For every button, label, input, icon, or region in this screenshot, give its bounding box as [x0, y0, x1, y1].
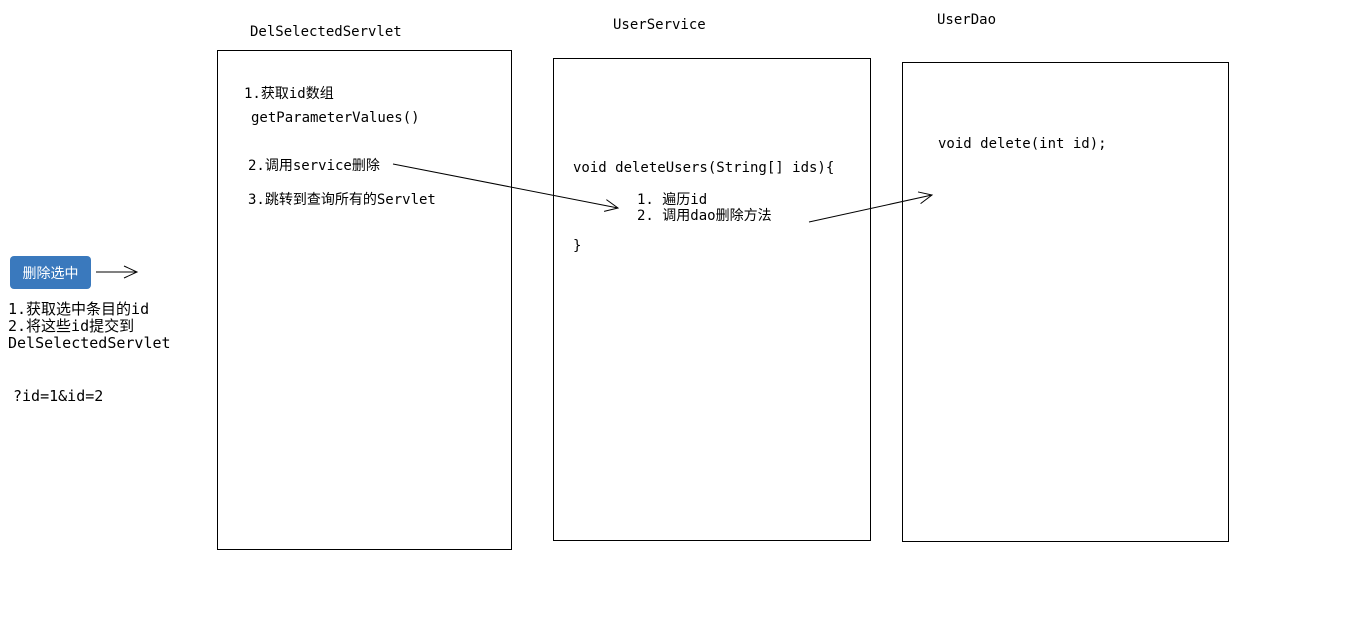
servlet-step-3: 3.跳转到查询所有的Servlet	[248, 192, 436, 208]
delete-selected-button[interactable]: 删除选中	[10, 256, 91, 289]
button-note-line-2: 2.将这些id提交到	[8, 317, 135, 335]
user-service-box: void deleteUsers(String[] ids){ 1. 遍历id …	[553, 58, 871, 541]
service-closing-brace: }	[573, 238, 582, 254]
user-dao-box: void delete(int id);	[902, 62, 1229, 542]
servlet-step-2: 2.调用service删除	[248, 158, 380, 174]
box-title-del-selected-servlet: DelSelectedServlet	[250, 24, 402, 40]
service-step-1: 1. 遍历id	[637, 192, 708, 208]
del-selected-servlet-box: 1.获取id数组 getParameterValues() 2.调用servic…	[217, 50, 512, 550]
button-note-line-3: DelSelectedServlet	[8, 334, 171, 352]
box-title-user-service: UserService	[613, 17, 706, 33]
dao-method-signature: void delete(int id);	[938, 136, 1107, 152]
service-step-2: 2. 调用dao删除方法	[637, 208, 772, 224]
box-title-user-dao: UserDao	[937, 12, 997, 28]
service-method-signature: void deleteUsers(String[] ids){	[573, 160, 835, 176]
servlet-step-1: 1.获取id数组	[244, 86, 334, 102]
button-note-line-1: 1.获取选中条目的id	[8, 300, 150, 318]
servlet-get-parameter-values: getParameterValues()	[251, 110, 420, 126]
query-string-example: ?id=1&id=2	[13, 387, 104, 405]
